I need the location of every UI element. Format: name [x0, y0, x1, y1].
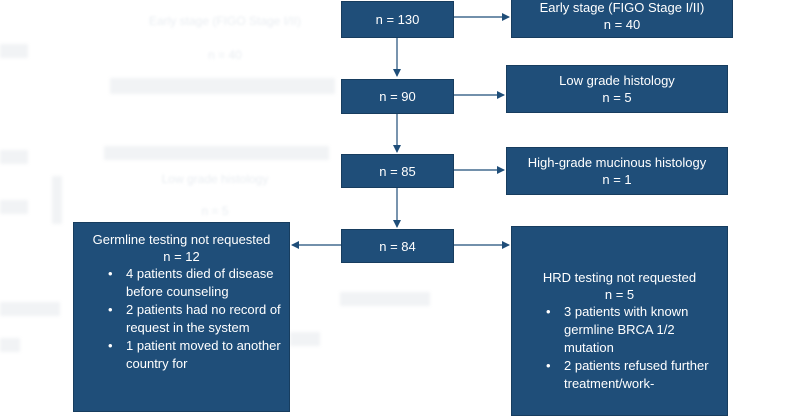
exclusion-box-low-grade: Low grade histology n = 5 [506, 65, 728, 113]
cohort-box-85: n = 85 [341, 154, 454, 188]
ghost-bar [340, 292, 430, 306]
cohort-count: n = 130 [375, 12, 420, 27]
germline-reason-item: 4 patients died of disease before counse… [74, 265, 289, 301]
ghost-bar [0, 302, 60, 316]
ghost-bar [104, 146, 329, 160]
ghost-bar [0, 150, 28, 164]
exclusion-count: n = 1 [602, 172, 632, 187]
ghost-early-stage-count: n = 40 [208, 48, 242, 62]
cohort-count: n = 84 [379, 238, 416, 254]
ghost-bar [0, 200, 28, 214]
hrd-title: HRD testing not requested [542, 270, 697, 285]
hrd-reason-item: 2 patients refused further treatment/wor… [512, 357, 727, 393]
cohort-box-130: n = 130 [341, 1, 454, 38]
germline-reason-item: 1 patient moved to another country for [74, 337, 289, 373]
exclusion-count: n = 5 [602, 90, 632, 105]
cohort-count: n = 90 [379, 89, 416, 104]
germline-reason-item: 2 patients had no record of request in t… [74, 301, 289, 337]
connector-arrows [291, 13, 510, 249]
hrd-count: n = 5 [604, 287, 635, 302]
cohort-box-84: n = 84 [341, 229, 454, 263]
exclusion-title: High-grade mucinous histology [527, 155, 707, 170]
hrd-reason-list: 3 patients with known germline BRCA 1/2 … [512, 303, 727, 393]
ghost-low-grade-count: n = 5 [201, 204, 229, 218]
ghost-bar [110, 78, 335, 94]
ghost-bar [52, 176, 62, 224]
cohort-count: n = 85 [379, 163, 416, 179]
exclusion-title: Early stage (FIGO Stage I/II) [539, 0, 705, 15]
flowchart: Early stage (FIGO Stage I/II) n = 40 Low… [0, 0, 800, 400]
exclusion-box-mucinous: High-grade mucinous histology n = 1 [506, 147, 728, 195]
cohort-box-90: n = 90 [341, 79, 454, 114]
ghost-early-stage-label: Early stage (FIGO Stage I/II) [148, 14, 302, 28]
germline-title: Germline testing not requested [92, 232, 271, 247]
hrd-not-requested-box: HRD testing not requested n = 5 3 patien… [511, 226, 728, 416]
exclusion-count: n = 40 [603, 17, 641, 32]
ghost-bar [290, 332, 320, 346]
ghost-bar [0, 338, 20, 352]
germline-reason-list: 4 patients died of disease before counse… [74, 265, 289, 373]
ghost-low-grade-label: Low grade histology [161, 172, 269, 186]
exclusion-box-early-stage: Early stage (FIGO Stage I/II) n = 40 [511, 0, 733, 38]
germline-not-requested-box: Germline testing not requested n = 12 4 … [73, 222, 290, 412]
ghost-bar [0, 44, 28, 58]
hrd-reason-item: 3 patients with known germline BRCA 1/2 … [512, 303, 727, 357]
exclusion-title: Low grade histology [559, 73, 675, 88]
germline-count: n = 12 [163, 249, 200, 264]
